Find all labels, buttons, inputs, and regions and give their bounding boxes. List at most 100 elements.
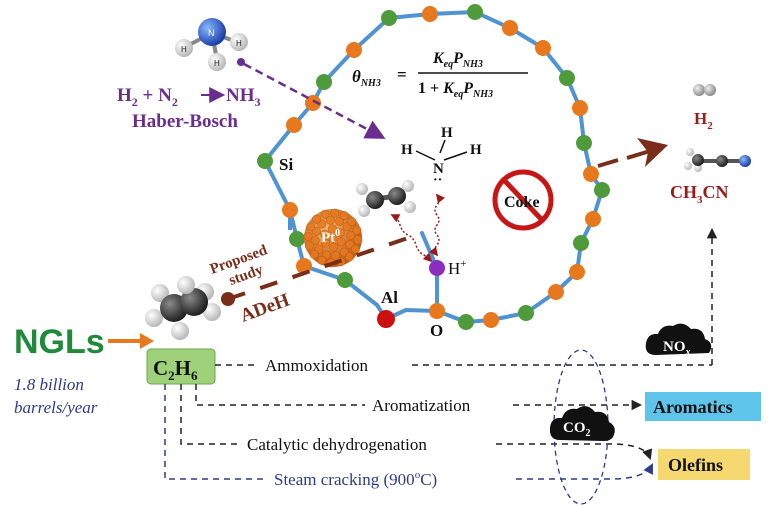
co2-label: CO2 — [563, 420, 591, 439]
carbon-atom — [388, 187, 406, 205]
route-dehydrogenation-label: Catalytic dehydrogenation — [247, 435, 427, 454]
ammonia-n: N — [433, 161, 444, 177]
pt-atom — [346, 230, 356, 240]
ammonia-lone-pair: ·· — [433, 173, 442, 188]
o-atom — [583, 166, 599, 182]
pt-atom — [329, 242, 339, 252]
ammonia-h-right: H — [470, 142, 482, 158]
pt-atom — [321, 238, 331, 248]
ch3cn-label: CH3CN — [670, 182, 729, 206]
o-atom — [569, 264, 585, 280]
proton-label: H+ — [448, 258, 467, 278]
h2-molecule — [693, 84, 716, 96]
equation-denominator: 1 + KeqPNH3 — [418, 80, 493, 100]
o-atom — [305, 95, 321, 111]
proposed-study-arrow — [221, 236, 409, 306]
route-steam-line-b — [516, 463, 653, 480]
pt-atom — [320, 209, 330, 219]
bridging-o-atom — [429, 303, 445, 319]
o-atom — [422, 6, 438, 22]
o-atom — [535, 40, 551, 56]
pt-atom — [310, 236, 320, 246]
pt-atom — [331, 251, 341, 261]
pt-atom — [353, 235, 363, 245]
si-atom — [337, 272, 353, 288]
hydrogen-atom — [175, 39, 193, 57]
olefins-box — [658, 449, 750, 480]
o-atom — [572, 100, 588, 116]
o-label: O — [430, 321, 443, 340]
ethylene-molecule — [356, 180, 416, 217]
o-atom — [585, 211, 601, 227]
route-dehydrogenation-line-b — [496, 443, 653, 460]
pt-atom — [306, 222, 316, 232]
o-atom — [286, 117, 302, 133]
o-atom — [282, 202, 298, 218]
haber-bosch-reaction: H2 + N2 — [117, 85, 178, 109]
pt-atom — [339, 211, 349, 221]
pt-atom — [325, 215, 335, 225]
si-atom — [381, 10, 397, 26]
pt-atom — [327, 224, 337, 234]
pt-atom — [352, 225, 362, 235]
si-label: Si — [279, 155, 293, 174]
olefins-label: Olefins — [668, 455, 723, 475]
si-atom — [316, 74, 332, 90]
ammonia-h-left: H — [401, 142, 413, 158]
exit-arrow — [597, 138, 668, 168]
purple-dashed-arrow — [243, 62, 386, 139]
al-atom — [377, 310, 395, 328]
hydrogen-atom-label: H — [181, 45, 187, 54]
ngls-arrowhead — [140, 333, 154, 349]
pt-atom — [347, 217, 357, 227]
route-ammoxidation-label: Ammoxidation — [265, 356, 368, 375]
hydrogen-atom — [230, 33, 248, 51]
si-atom — [559, 70, 575, 86]
si-atom — [467, 4, 483, 20]
pt-atom — [336, 237, 346, 247]
si-atom — [518, 305, 534, 321]
nox-label: NOx — [663, 339, 691, 358]
pt-atom — [309, 249, 319, 259]
equation-numerator: KeqPNH3 — [432, 50, 483, 70]
hydrogen-atom — [208, 53, 226, 71]
pt-atom — [330, 208, 340, 218]
haber-bosch-name: Haber-Bosch — [132, 111, 238, 132]
si-atom — [576, 135, 592, 151]
wavy-arrow-ethylene-h — [390, 214, 433, 263]
ngls-label: NGLs — [14, 323, 105, 361]
proton-atom — [429, 260, 445, 276]
pt-atom — [320, 229, 330, 239]
pt-atom — [350, 244, 360, 254]
acetonitrile-molecule — [684, 148, 751, 172]
nox-cloud: NOx — [645, 323, 712, 358]
pt-atom — [335, 228, 345, 238]
wavy-arrow-nh3-h — [428, 193, 446, 257]
route-aromatization-line-a — [195, 384, 365, 406]
co2-cloud: CO2 — [549, 406, 615, 441]
o-atom — [483, 312, 499, 328]
si-atom — [458, 314, 474, 330]
o-atom — [346, 42, 362, 58]
pt-atom — [303, 231, 313, 241]
al-label: Al — [381, 288, 398, 307]
coke-label: Coke — [504, 194, 540, 211]
h2-label: H2 — [694, 109, 713, 132]
pt-atom — [312, 214, 322, 224]
equation-equals: = — [397, 65, 407, 84]
route-dehydrogenation-line-a — [180, 384, 240, 445]
ethane-molecule-3d — [145, 276, 221, 340]
adsorbed-ammonia: H H H N ·· — [401, 125, 482, 188]
pt-atom — [304, 241, 314, 251]
carbon-atom — [180, 288, 208, 316]
pt-label: Pt0 — [321, 228, 340, 246]
pt-nanoparticle: Pt0 — [303, 208, 363, 268]
aromatics-box — [645, 392, 761, 421]
haber-bosch-product: NH3 — [226, 85, 261, 109]
purple-arrow-origin — [237, 58, 245, 66]
adeh-label: ADeH — [238, 290, 293, 327]
nitrogen-atom — [198, 18, 226, 46]
si-atom — [289, 231, 305, 247]
nitrogen-atom-label: N — [208, 28, 215, 38]
